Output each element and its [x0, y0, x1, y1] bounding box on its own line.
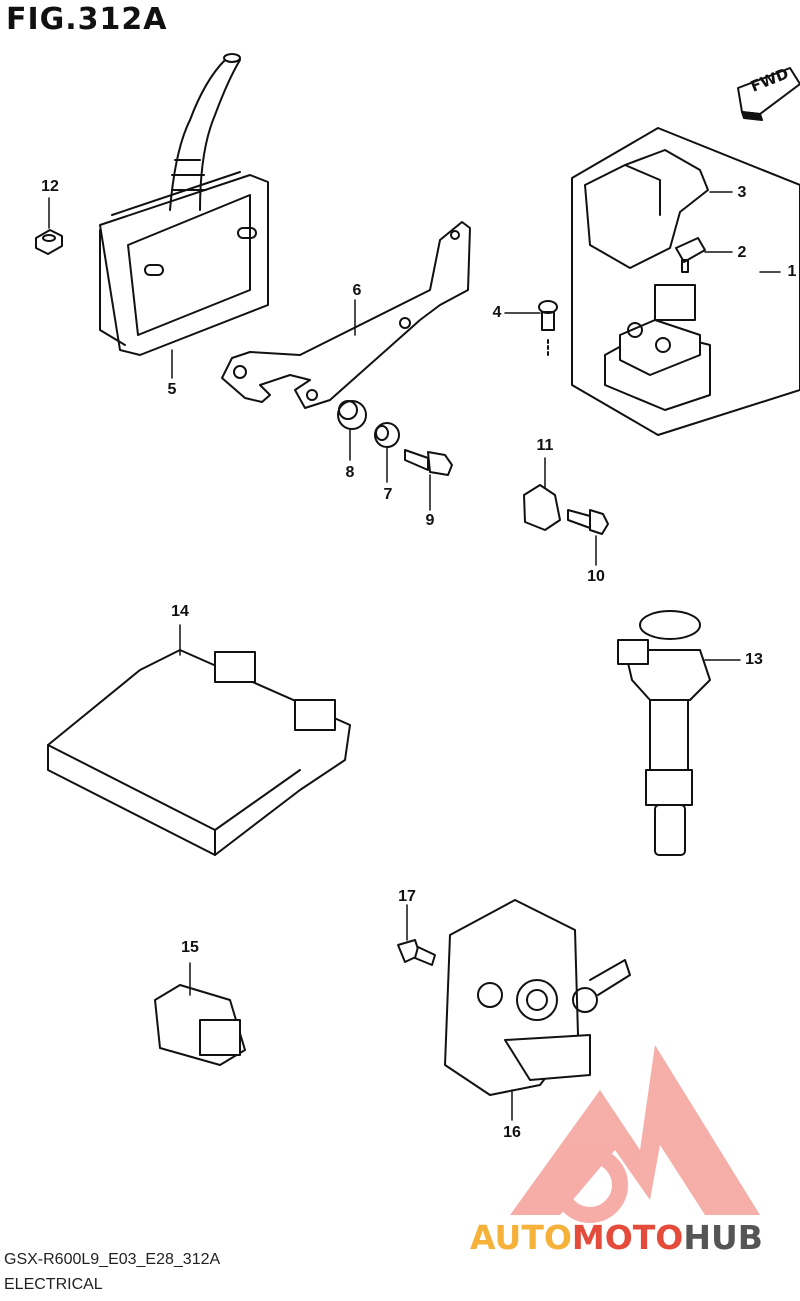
callout-15: 15 — [181, 939, 199, 956]
ecu-part-14 — [47, 649, 351, 856]
watermark-text: AUTOMOTOHUB — [470, 1218, 763, 1257]
relay-cover-part-3 — [584, 149, 709, 269]
footer-model-code: GSX-R600L9_E03_E28_312A — [4, 1251, 221, 1268]
callout-10: 10 — [587, 568, 605, 585]
callout-6: 6 — [352, 282, 362, 299]
ignition-coil-part-13 — [617, 610, 711, 856]
bolt-part-9 — [404, 449, 453, 476]
collar-part-7 — [374, 422, 400, 448]
callout-13: 13 — [745, 651, 763, 668]
clamp-part-11 — [523, 484, 561, 531]
bolt-part-17 — [397, 939, 436, 966]
grommet-part-8 — [337, 400, 367, 430]
actuator-part-16 — [444, 899, 631, 1096]
fwd-arrow-icon — [737, 67, 800, 121]
starter-relay-group-box — [571, 127, 800, 436]
fuse-part-2 — [675, 237, 706, 273]
relay-body — [604, 284, 711, 411]
callout-2: 2 — [737, 244, 747, 261]
callout-9: 9 — [425, 512, 435, 529]
callout-14: 14 — [171, 603, 189, 620]
callout-12: 12 — [41, 178, 59, 195]
callout-11: 11 — [536, 437, 554, 454]
regulator-part-5 — [99, 53, 269, 356]
callout-3: 3 — [737, 184, 747, 201]
connector-part-15 — [154, 984, 246, 1066]
leader-lines — [48, 191, 781, 1121]
bolt-part-10 — [567, 509, 609, 535]
bracket-part-6 — [221, 221, 471, 409]
callout-16: 16 — [503, 1124, 521, 1141]
watermark-logo-icon — [510, 1045, 760, 1223]
callout-1: 1 — [787, 263, 797, 280]
callout-5: 5 — [167, 381, 177, 398]
watermark-text-moto: MOTO — [571, 1218, 684, 1257]
watermark-text-auto: AUTO — [470, 1218, 572, 1257]
callout-4: 4 — [492, 304, 502, 321]
callout-8: 8 — [345, 464, 355, 481]
nut-part-12 — [35, 229, 63, 255]
callout-17: 17 — [398, 888, 416, 905]
figure-title: FIG.312A — [6, 2, 168, 37]
watermark-text-hub: HUB — [683, 1218, 763, 1257]
screw-part-4 — [538, 300, 558, 359]
footer-section: ELECTRICAL — [4, 1276, 103, 1293]
callout-7: 7 — [383, 486, 393, 503]
